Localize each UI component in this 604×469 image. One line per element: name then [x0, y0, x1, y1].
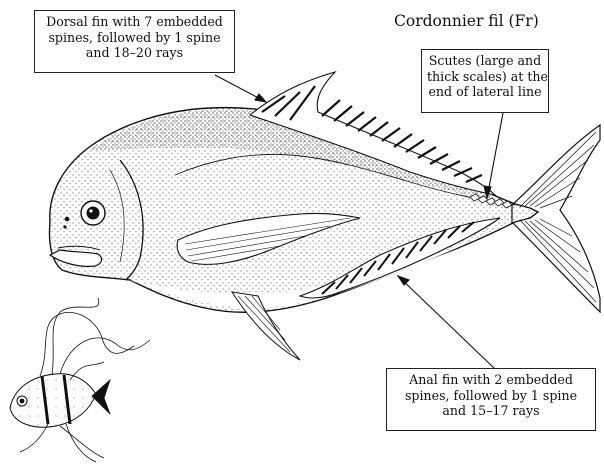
eye-pupil [87, 207, 100, 220]
nostril-2 [63, 225, 66, 228]
dorsal-callout-line-2: spines, followed by 1 spine [40, 30, 229, 46]
anal-callout-line-2: spines, followed by 1 spine [392, 388, 590, 404]
anal-callout-line-3: and 15–17 rays [392, 403, 590, 419]
anal-arrow-line [398, 276, 494, 368]
juvenile-fish-illustration [10, 298, 150, 462]
scutes-arrow-line [487, 113, 503, 198]
nostril [65, 217, 70, 222]
anal-callout-line-1: Anal fin with 2 embedded [392, 372, 590, 388]
page-title: Cordonnier fil (Fr) [394, 12, 539, 30]
dorsal-callout-line-3: and 18–20 rays [40, 45, 229, 61]
juvenile-pupil [20, 399, 25, 404]
scutes-callout-line-1: Scutes (large and [427, 53, 543, 69]
anal-arrowhead [398, 276, 409, 285]
anal-fin-callout: Anal fin with 2 embedded spines, followe… [386, 368, 596, 431]
eye-highlight [89, 209, 92, 212]
dorsal-fin-callout: Dorsal fin with 7 embedded spines, follo… [34, 10, 235, 73]
scutes-callout: Scutes (large and thick scales) at the e… [421, 49, 549, 113]
dorsal-callout-line-1: Dorsal fin with 7 embedded [40, 14, 229, 30]
juvenile-tail [92, 380, 110, 414]
dorsal-arrowhead [255, 94, 266, 102]
adult-fish-illustration [50, 72, 601, 360]
scutes-callout-line-2: thick scales) at the [427, 69, 543, 85]
scutes-callout-line-3: end of lateral line [427, 84, 543, 100]
